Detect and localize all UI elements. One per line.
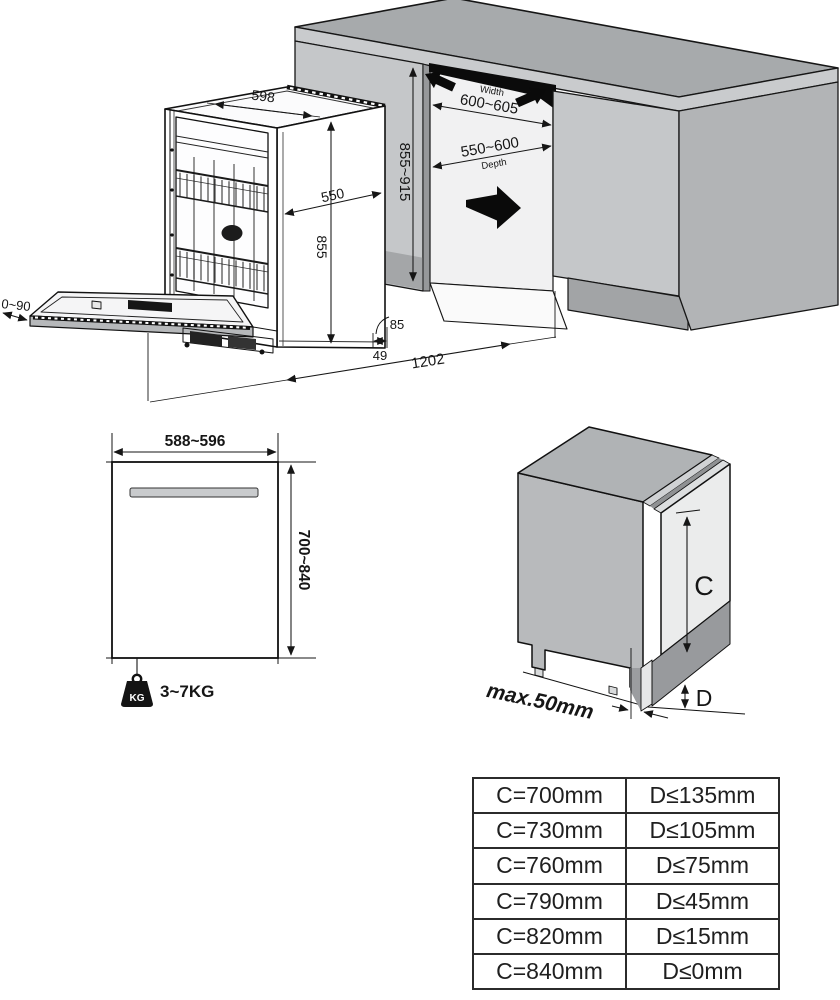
table-row: C=820mm D≤15mm — [472, 917, 780, 955]
panel-width-label: 588~596 — [165, 433, 226, 450]
table-row: C=730mm D≤105mm — [472, 812, 780, 850]
niche-height-label: 855~915 — [396, 143, 413, 202]
dishwasher-open-door — [29, 291, 278, 355]
spec-cell-c: C=730mm — [472, 812, 627, 850]
dim-depth-label: 550 — [319, 185, 345, 206]
counter-drawing — [294, 0, 839, 331]
dim-open-depth-label: 1202 — [410, 351, 446, 373]
technical-drawing: 855~915 Width 600~605 550~600 Depth — [1, 0, 839, 724]
table-row: C=700mm D≤135mm — [472, 776, 780, 815]
open-depth-dim-line — [286, 341, 511, 383]
cabinet-back-panel — [517, 472, 644, 691]
right-cabinet-side — [678, 81, 839, 331]
spec-cell-c: C=790mm — [472, 882, 627, 920]
table-row: C=790mm D≤45mm — [472, 882, 780, 920]
door-cabinet-drawing — [517, 426, 746, 719]
right-cabinet-plinth — [567, 277, 689, 331]
cabinet-foot — [608, 685, 618, 696]
left-cabinet-plinth — [380, 250, 430, 291]
panel-weight-label: 3~7KG — [160, 682, 214, 701]
niche-depth-dim-line — [432, 143, 552, 170]
dishwasher-dimensions — [2, 101, 557, 403]
niche-top-shadow — [429, 63, 556, 110]
spec-cell-c: C=840mm — [472, 952, 627, 991]
door-protrusion-dim-line — [2, 311, 28, 322]
front-panel-drawing — [106, 433, 316, 707]
niche-insert-arrow-icon — [466, 186, 521, 229]
panel-height-label: 700~840 — [295, 530, 312, 591]
plinth-recess — [651, 600, 731, 707]
niche-arrows — [425, 71, 546, 229]
spec-cell-d: D≤135mm — [625, 776, 780, 815]
spec-cell-c: C=760mm — [472, 847, 627, 885]
base-frame — [182, 327, 274, 354]
spec-cell-d: D≤75mm — [625, 847, 780, 885]
plinth-gap-label: max.50mm — [485, 679, 596, 724]
spec-cell-d: D≤105mm — [625, 812, 780, 850]
dim-rear-gap-label: 85 — [390, 317, 404, 332]
panel-handle — [129, 487, 259, 498]
niche-corner-arrow-right-icon — [515, 87, 546, 108]
dim-door-protrusion-label: 0~90 — [1, 296, 32, 314]
niche-floor — [429, 282, 568, 330]
spec-cell-d: D≤0mm — [625, 952, 780, 991]
table-row: C=840mm D≤0mm — [472, 952, 780, 991]
spec-cell-d: D≤45mm — [625, 882, 780, 920]
cabinet-foot — [534, 667, 544, 678]
top-width-dim-line — [214, 101, 313, 119]
right-cabinet-front — [552, 90, 680, 297]
niche-dimensions — [409, 67, 552, 282]
dim-top-width-label: 598 — [251, 87, 276, 106]
spray-hub — [221, 225, 243, 241]
spec-cell-c: C=820mm — [472, 917, 627, 955]
weight-badge-label: KG — [130, 693, 145, 704]
door-bottom-strip — [640, 659, 653, 712]
c-dim-label: C — [694, 571, 714, 601]
spec-cell-d: D≤15mm — [625, 917, 780, 955]
niche-left-wall — [422, 63, 431, 292]
weight-icon — [121, 681, 153, 707]
spec-cell-c: C=700mm — [472, 776, 627, 815]
dishwasher-drawing — [29, 84, 386, 355]
dim-height-label: 855 — [314, 235, 330, 259]
door-sump — [128, 300, 172, 312]
d-dim-label: D — [696, 685, 713, 711]
cd-spec-table: C=700mm D≤135mm C=730mm D≤105mm C=760mm … — [472, 776, 780, 991]
niche-corner-arrow-left-icon — [425, 71, 456, 92]
niche-depth-word: Depth — [481, 157, 508, 172]
dim-rear-offset-label: 49 — [373, 348, 387, 363]
niche-width-dim-line — [432, 102, 552, 128]
table-row: C=760mm D≤75mm — [472, 847, 780, 885]
niche-width-word: Width — [479, 84, 505, 99]
